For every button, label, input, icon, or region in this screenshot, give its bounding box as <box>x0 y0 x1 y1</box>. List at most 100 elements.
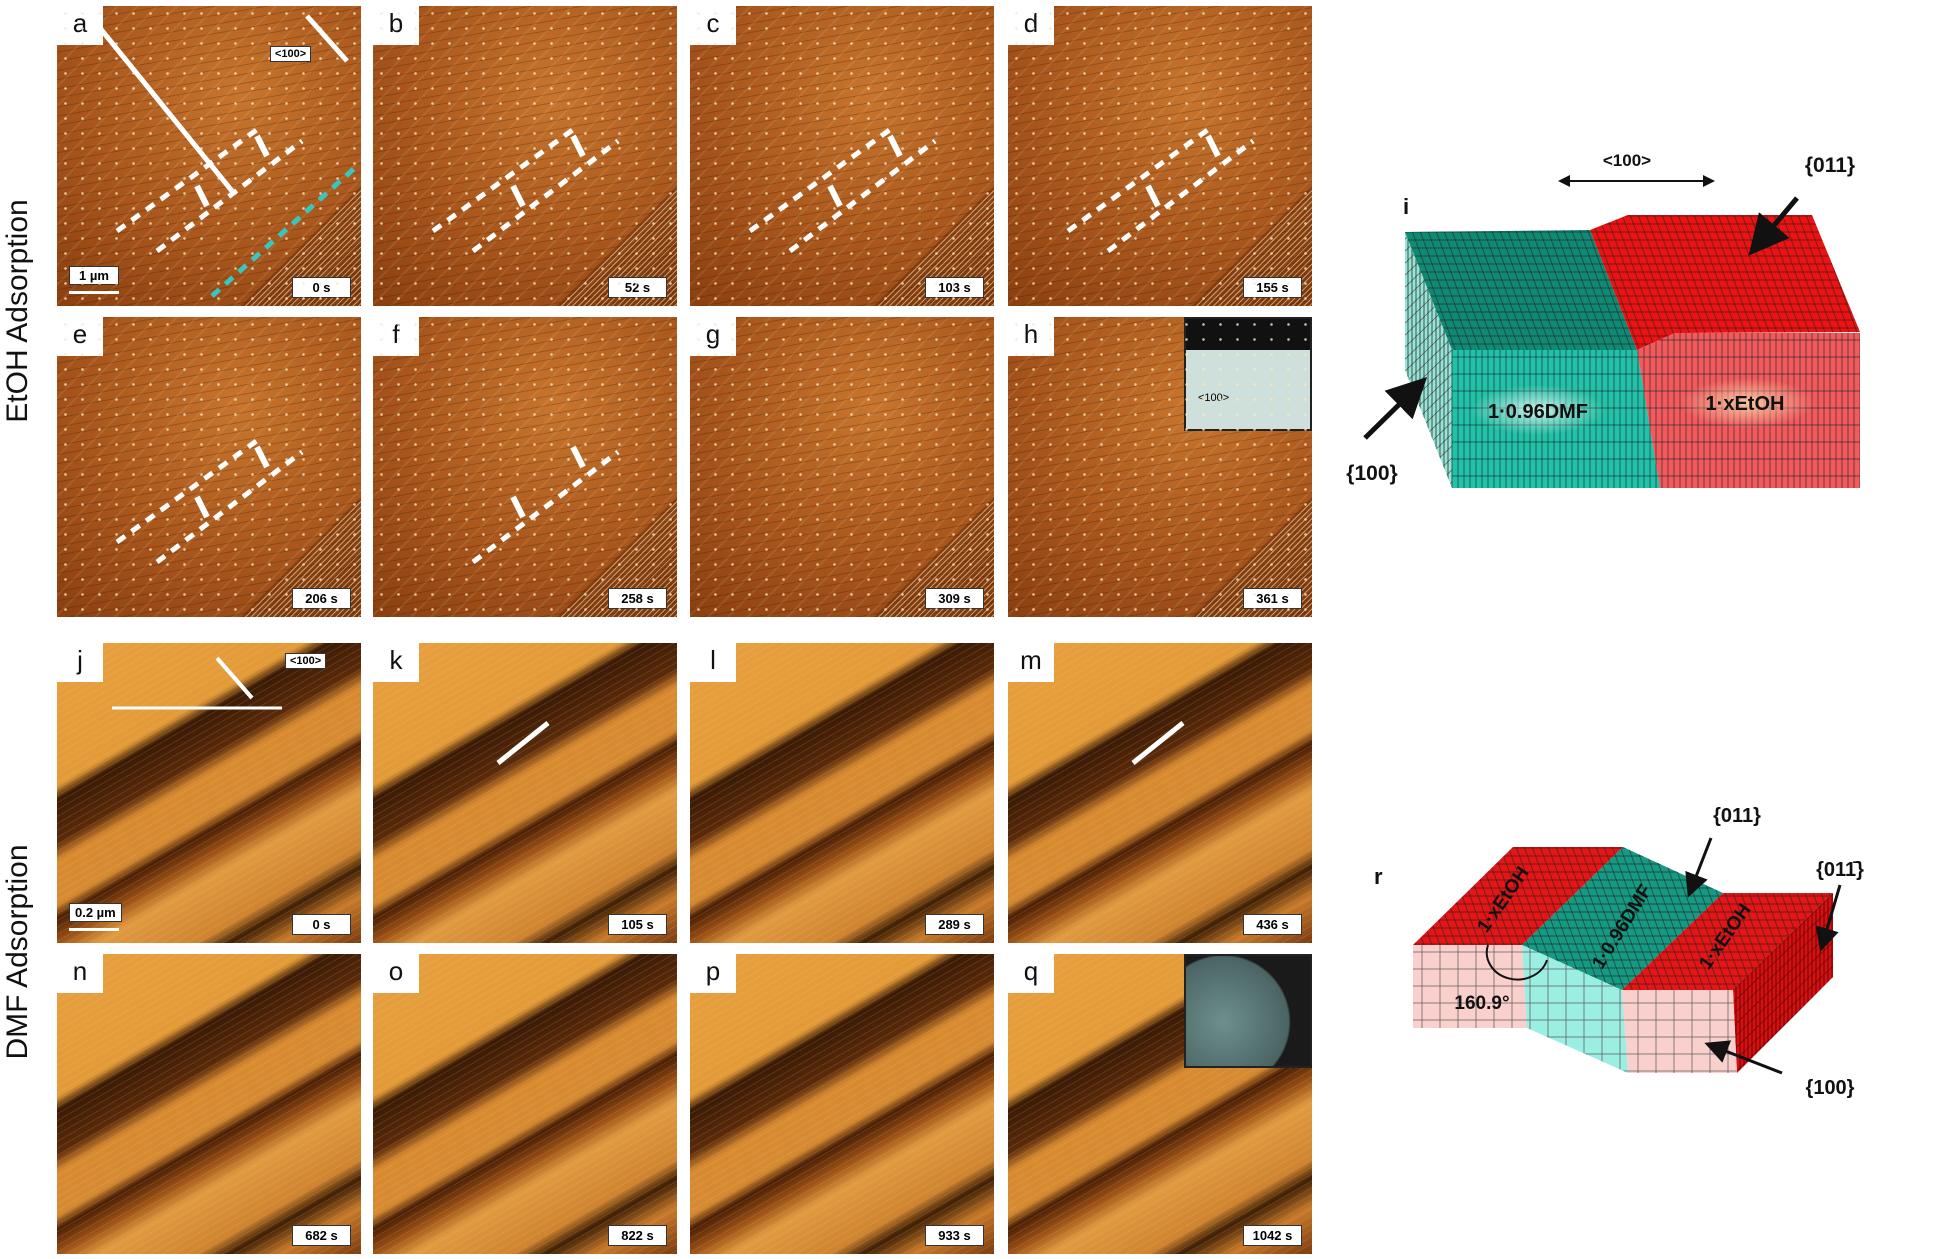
green-phase-label: 1·0.96DMF <box>1488 401 1588 423</box>
direction-label: <100> <box>285 653 327 669</box>
arrow-icon <box>827 184 843 208</box>
right-pink-front <box>1622 990 1737 1073</box>
arrow-icon <box>254 445 270 469</box>
time-label: 682 s <box>292 1225 351 1246</box>
afm-panel-l: l 289 s <box>690 643 994 943</box>
dashed-boundary <box>210 164 359 298</box>
annotation-overlay <box>690 317 994 617</box>
time-label: 1042 s <box>1243 1225 1302 1246</box>
annotation-overlay <box>1131 721 1185 765</box>
green-top-face <box>1405 230 1637 350</box>
time-label: 436 s <box>1243 914 1302 935</box>
arrow-icon <box>887 134 903 158</box>
arrow-icon <box>194 184 210 208</box>
left-red-phase-label: 1·xEtOH <box>1473 863 1533 936</box>
dashed-boundary <box>155 139 304 253</box>
dashed-boundary <box>471 450 620 564</box>
face-011bar-label: {011̄} <box>1816 859 1864 881</box>
annotation-overlay <box>1008 317 1312 617</box>
green-front-face <box>1452 350 1660 488</box>
arrow-icon <box>194 495 210 519</box>
dashed-boundary <box>471 139 620 253</box>
green-top <box>1522 847 1723 990</box>
arrow-icon <box>510 495 526 519</box>
green-phase-label: 1·0.96DMF <box>1588 881 1656 973</box>
dashed-boundary <box>748 123 897 234</box>
afm-panel-m: m 436 s <box>1008 643 1312 943</box>
panel-letter: n <box>57 954 103 993</box>
right-red-phase-label: 1·xEtOH <box>1695 900 1755 973</box>
time-label: 105 s <box>608 914 667 935</box>
row-label-etoh: EtOH Adsorption <box>1 199 34 423</box>
green-front <box>1522 945 1628 1073</box>
dashed-boundary <box>115 434 264 545</box>
arrow-icon <box>1145 184 1161 208</box>
annotation-overlay <box>85 10 359 298</box>
optical-inset-image <box>1184 954 1312 1068</box>
scale-bar-label: 0.2 µm <box>69 903 122 922</box>
arrow-icon <box>1205 134 1221 158</box>
diagram-i-letter: i <box>1403 194 1409 219</box>
time-label: 289 s <box>925 914 984 935</box>
panel-letter: l <box>690 643 736 682</box>
row-label-dmf: DMF Adsorption <box>1 844 34 1060</box>
panel-letter: j <box>57 643 103 682</box>
direction-label: <100> <box>270 46 312 62</box>
angle-label: 160.9° <box>1454 993 1509 1014</box>
red-phase-label: 1·xEtOH <box>1706 393 1785 415</box>
diagram-r-letter: r <box>1374 864 1383 889</box>
annotation-overlay <box>496 721 550 765</box>
afm-panel-k: k 105 s <box>373 643 677 943</box>
time-label: 933 s <box>925 1225 984 1246</box>
left-pink-front <box>1413 945 1527 1028</box>
annotation-overlay <box>57 954 361 1254</box>
time-label: 822 s <box>608 1225 667 1246</box>
direction-arrow-icon <box>305 14 349 63</box>
dashed-boundary <box>431 123 580 234</box>
right-red-top <box>1622 893 1833 990</box>
panel-letter: p <box>690 954 736 993</box>
scale-bar: 0.2 µm <box>69 903 122 931</box>
panel-letter: q <box>1008 954 1054 993</box>
dashed-boundary <box>788 139 937 253</box>
annotation-overlay <box>690 643 994 943</box>
dashed-boundary <box>115 123 264 234</box>
right-red-side <box>1733 893 1833 1073</box>
direction-arrow-icon <box>215 656 254 700</box>
annotation-overlay <box>690 954 994 1254</box>
face-011-label: {011} <box>1805 154 1855 177</box>
arrow-icon <box>254 134 270 158</box>
annotation-overlay <box>112 656 282 710</box>
dashed-boundary <box>1066 123 1215 234</box>
annotation-overlay <box>471 445 620 564</box>
annotation-overlay <box>431 123 620 253</box>
face-100-label: {100} <box>1346 462 1397 485</box>
left-red-top <box>1413 847 1623 945</box>
cross-section-line <box>85 10 234 193</box>
arrow-icon <box>1131 721 1185 765</box>
scale-bar-line <box>69 928 119 931</box>
annotation-overlay <box>748 123 937 253</box>
arrow-icon <box>570 134 586 158</box>
arrow-icon <box>570 445 586 469</box>
red-front-face <box>1637 333 1860 488</box>
green-side-face <box>1405 232 1452 488</box>
face-011-label: {011} <box>1713 805 1761 827</box>
arrow-icon <box>510 184 526 208</box>
dashed-boundary <box>155 450 304 564</box>
red-top-face <box>1590 215 1860 350</box>
face-100-label: {100} <box>1806 1077 1855 1099</box>
panel-letter: m <box>1008 643 1054 682</box>
afm-panel-o: o 822 s <box>373 954 677 1254</box>
panel-letter: o <box>373 954 419 993</box>
annotation-overlay <box>1066 123 1255 253</box>
panel-letter: k <box>373 643 419 682</box>
